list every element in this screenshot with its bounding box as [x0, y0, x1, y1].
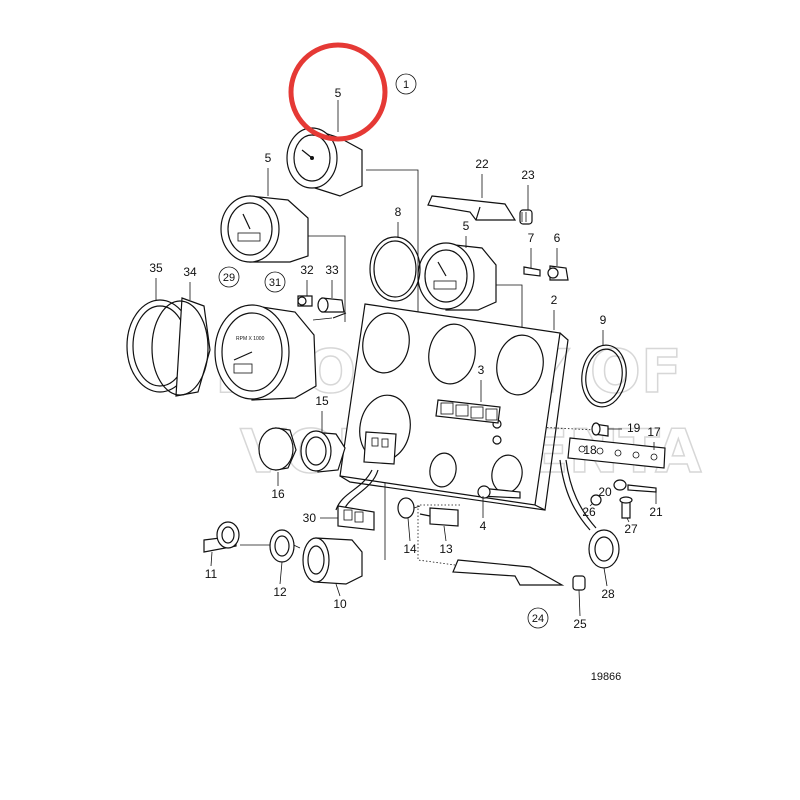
label-27: 27: [624, 522, 638, 536]
ignition-key-11: [203, 521, 240, 553]
label-26: 26: [582, 505, 596, 519]
nut-12: [240, 529, 295, 563]
label-23: 23: [521, 168, 535, 182]
label-32: 32: [300, 263, 314, 277]
knurled-nut-25: [572, 575, 586, 591]
label-9: 9: [600, 313, 607, 327]
toggle-switch-13: [419, 507, 459, 527]
bezel-ring-34: [151, 297, 211, 397]
push-button-16: [258, 427, 297, 471]
gauge-with-display-center: [417, 242, 497, 311]
label-11: 11: [205, 567, 218, 581]
label-2: 2: [551, 293, 558, 307]
warning-lamp-panel: [435, 399, 501, 424]
knurled-nut-23: [519, 209, 533, 225]
plug-19: [591, 422, 609, 437]
washer-20: [613, 479, 627, 491]
circled-labels: 1 29 31 24: [218, 73, 549, 629]
wiring-harness-30: [335, 469, 379, 531]
label-21: 21: [649, 505, 663, 519]
label-28: 28: [601, 587, 615, 601]
label-17: 17: [647, 425, 661, 439]
part-labels: 5 5 22 23 8 7 6 2 9 35 34 32 33 3 15 19 …: [149, 151, 663, 631]
bulb-holder-32: [297, 295, 313, 307]
label-7: 7: [528, 231, 535, 245]
connector-block: [363, 431, 397, 465]
bulb-7: [523, 266, 541, 277]
mounting-bracket-24: [452, 559, 565, 586]
drawing-reference-number: 19866: [591, 671, 622, 683]
label-16: 16: [271, 487, 285, 501]
label-5-left: 5: [265, 151, 272, 165]
label-30: 30: [303, 511, 317, 525]
gauge-small-top: [286, 127, 363, 197]
label-29: 29: [223, 272, 235, 284]
screw-4: [477, 485, 521, 499]
label-1: 1: [403, 79, 409, 91]
bezel-ring-9: [581, 344, 627, 408]
label-3: 3: [478, 363, 485, 377]
label-22: 22: [475, 157, 489, 171]
bezel-ring-8: [369, 236, 421, 302]
label-18: 18: [583, 443, 597, 457]
gauge-face-label: RPM X 1000: [236, 336, 265, 342]
button-14: [397, 497, 421, 519]
label-5-center: 5: [463, 219, 470, 233]
label-10: 10: [333, 597, 347, 611]
label-35: 35: [149, 261, 163, 275]
label-12: 12: [273, 585, 287, 599]
label-13: 13: [439, 542, 453, 556]
tachometer: RPM X 1000: [214, 304, 317, 401]
bulb-socket-33: [317, 297, 347, 319]
label-20: 20: [598, 485, 612, 499]
label-25: 25: [573, 617, 587, 631]
highlight-marker: 5: [288, 42, 388, 142]
socket-6: [547, 265, 569, 281]
label-15: 15: [315, 394, 329, 408]
ignition-switch-10: [302, 537, 363, 585]
label-31: 31: [269, 277, 281, 289]
terminal-strip: [567, 437, 666, 469]
label-24: 24: [532, 613, 544, 625]
mounting-bracket-22: [427, 195, 517, 221]
label-6: 6: [554, 231, 561, 245]
switch-15: [300, 430, 346, 473]
label-8: 8: [395, 205, 402, 219]
label-4: 4: [480, 519, 487, 533]
screw-27: [619, 496, 633, 519]
label-33: 33: [325, 263, 339, 277]
label-14: 14: [403, 542, 417, 556]
label-34: 34: [183, 265, 197, 279]
washer-26: [590, 494, 602, 506]
gauge-with-display-left: [220, 195, 309, 263]
label-19: 19: [627, 421, 641, 435]
highlight-label: 5: [335, 86, 342, 100]
